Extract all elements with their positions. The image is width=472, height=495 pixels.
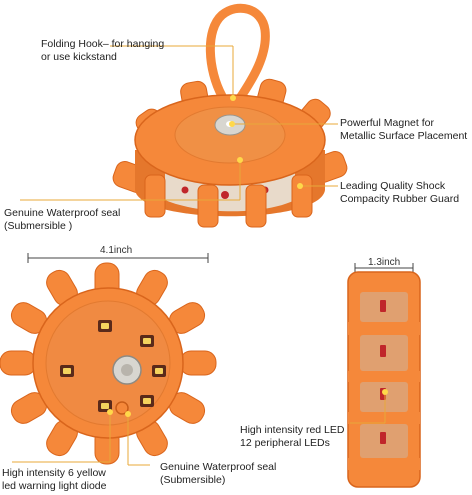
magnet-label: Powerful Magnet for Metallic Surface Pla… — [340, 117, 467, 143]
red-led-label-line2: 12 peripheral LEDs — [240, 437, 330, 449]
shock-guard-label: Leading Quality Shock Compacity Rubber G… — [340, 180, 459, 206]
front-flare-view — [0, 253, 217, 465]
yellow-led-label-line2: led warning light diode — [2, 480, 107, 492]
shock-guard-label-line2: Compacity Rubber Guard — [340, 193, 460, 205]
yellow-led-label-line1: High intensity 6 yellow — [2, 467, 106, 479]
folding-hook — [205, 3, 270, 103]
waterproof-bottom-label-line2: (Submersible) — [160, 474, 226, 486]
waterproof-bottom-label: Genuine Waterproof seal (Submersible) — [160, 461, 276, 487]
shock-guard-label-line1: Leading Quality Shock — [340, 180, 446, 192]
diameter-dimension: 4.1inch — [100, 245, 133, 256]
waterproof-top-label-line2: (Submersible ) — [4, 220, 73, 232]
waterproof-top-label: Genuine Waterproof seal (Submersible ) — [4, 207, 120, 233]
red-led-label-line1: High intensity red LED — [240, 424, 345, 436]
waterproof-top-label-line1: Genuine Waterproof seal — [4, 207, 121, 219]
thickness-dimension: 1.3inch — [368, 257, 401, 268]
side-flare-view — [347, 263, 421, 488]
magnet-label-line2: Metallic Surface Placement — [340, 130, 468, 142]
waterproof-bottom-label-line1: Genuine Waterproof seal — [160, 461, 277, 473]
yellow-led-label: High intensity 6 yellow led warning ligh… — [2, 467, 107, 493]
red-led-label: High intensity red LED 12 peripheral LED… — [240, 424, 344, 450]
folding-hook-label: Folding Hook– for hanging or use kicksta… — [41, 38, 164, 64]
magnet-label-line1: Powerful Magnet for — [340, 117, 434, 129]
folding-hook-label-line2: or use kickstand — [41, 51, 117, 63]
folding-hook-label-line1: Folding Hook– for hanging — [41, 38, 165, 50]
